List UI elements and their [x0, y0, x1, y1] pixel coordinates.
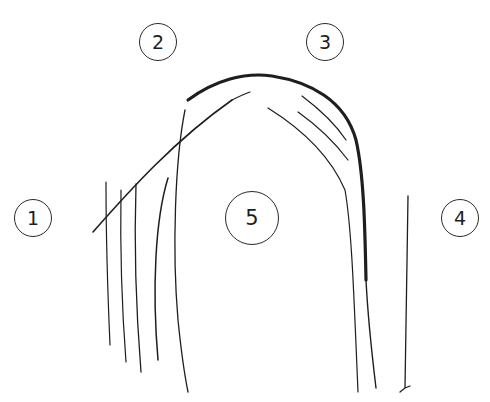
callout-circle: 2 — [139, 23, 177, 61]
stroke-line — [135, 184, 141, 372]
stroke-line — [175, 110, 188, 392]
stroke-line — [93, 100, 232, 232]
stroke-line — [106, 182, 110, 345]
callout-number: 5 — [245, 208, 258, 229]
callout-number: 1 — [27, 209, 39, 228]
callout-circle: 5 — [225, 191, 279, 245]
stroke-line — [121, 190, 126, 362]
callout-number: 2 — [152, 33, 164, 52]
callout-number: 4 — [454, 209, 466, 228]
arch-outline — [366, 280, 376, 388]
callout-circle: 3 — [306, 23, 344, 61]
stroke-line — [232, 92, 250, 100]
callout-number: 3 — [319, 33, 331, 52]
stroke-line — [155, 178, 168, 360]
callout-circle: 4 — [441, 199, 479, 237]
stroke-line — [400, 196, 410, 392]
stroke-line — [268, 108, 358, 392]
callout-circle: 1 — [14, 199, 52, 237]
